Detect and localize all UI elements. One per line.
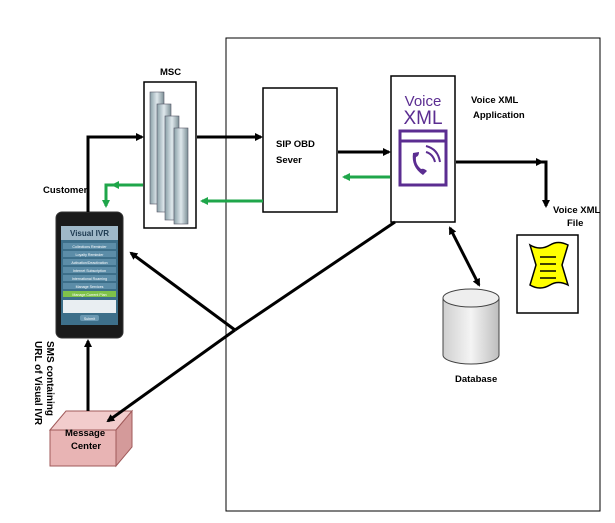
sip-server-label: Sever <box>276 155 302 166</box>
arrow-vxml-to-split <box>234 220 396 332</box>
arrow-split-to-phone <box>129 251 236 332</box>
phone-menu-item: Loyalty Reminder <box>76 253 105 257</box>
server-rack-icon <box>149 91 189 225</box>
vxml-file-label-1: Voice XML <box>553 205 601 216</box>
green-arrow-msc-to-phone <box>102 183 143 208</box>
sms-label-1: SMS containing <box>44 341 55 416</box>
arrow-vxml-database <box>448 226 481 287</box>
voice-logo-text: Voice <box>405 93 442 110</box>
phone-menu: Collections Reminder Loyalty Reminder Ac… <box>63 243 116 321</box>
phone-title: Visual IVR <box>70 229 109 238</box>
network-boundary <box>225 37 601 512</box>
arrow-phone-to-msc <box>86 133 144 212</box>
msc-node <box>143 81 197 229</box>
phone-submit: Submit <box>84 317 95 321</box>
voice-xml-file-node <box>516 234 579 314</box>
customer-label: Customer <box>43 185 88 196</box>
arrow-vxml-to-file <box>456 160 550 208</box>
arrow-split-to-message-center <box>106 328 236 423</box>
vxml-app-label-1: Voice XML <box>471 95 519 106</box>
phone-menu-item: Collections Reminder <box>72 245 107 249</box>
visual-ivr-phone: Visual IVR Collections Reminder Loyalty … <box>55 211 124 339</box>
phone-menu-item: Manage Current Plan <box>72 293 106 297</box>
sip-obd-server-box <box>262 87 338 213</box>
document-icon <box>528 241 570 289</box>
phone-window-icon <box>398 129 448 187</box>
msc-label: MSC <box>160 67 181 78</box>
message-center-label-1: Message <box>65 428 105 439</box>
sms-label-2: URL of Visual IVR <box>32 341 43 426</box>
database-cylinder-icon <box>442 288 500 365</box>
sip-obd-label: SIP OBD <box>276 139 315 150</box>
message-center-label-2: Center <box>71 441 101 452</box>
voice-xml-node: Voice XML <box>390 75 456 223</box>
xml-logo-text: XML <box>403 108 442 129</box>
phone-menu-item: Activation/Deactivation <box>71 261 107 265</box>
phone-menu-item: Internet Subscription <box>73 269 106 273</box>
phone-menu-item: Manage Services <box>76 285 104 289</box>
phone-menu-item: International Roaming <box>72 277 107 281</box>
database-label: Database <box>455 374 497 385</box>
vxml-file-label-2: File <box>567 218 583 229</box>
vxml-app-label-2: Application <box>473 110 525 121</box>
